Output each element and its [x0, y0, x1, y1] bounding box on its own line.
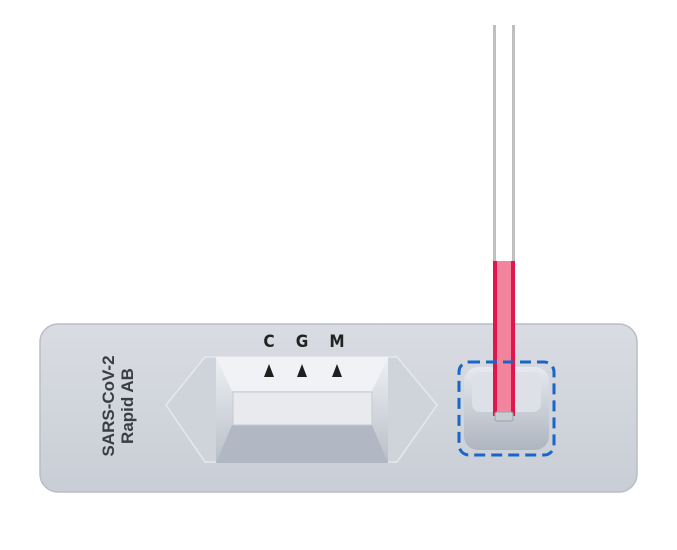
marker-m: M: [329, 332, 344, 352]
marker-g: G: [296, 332, 309, 352]
sample-well-highlight: [457, 360, 556, 457]
marker-c: C: [263, 332, 274, 352]
result-window: [216, 357, 388, 463]
marker-labels: C G M: [263, 332, 345, 377]
product-name-line1: SARS-CoV-2: [99, 355, 118, 456]
triangle-icon: [332, 364, 342, 377]
triangle-icon: [297, 364, 307, 377]
triangle-icon: [264, 364, 274, 377]
pipette-tip: [494, 411, 514, 422]
product-name-line2: Rapid AB: [118, 368, 137, 444]
product-name: SARS-CoV-2 Rapid AB: [99, 355, 137, 456]
result-strip: [232, 391, 373, 426]
pipette: [493, 25, 515, 422]
